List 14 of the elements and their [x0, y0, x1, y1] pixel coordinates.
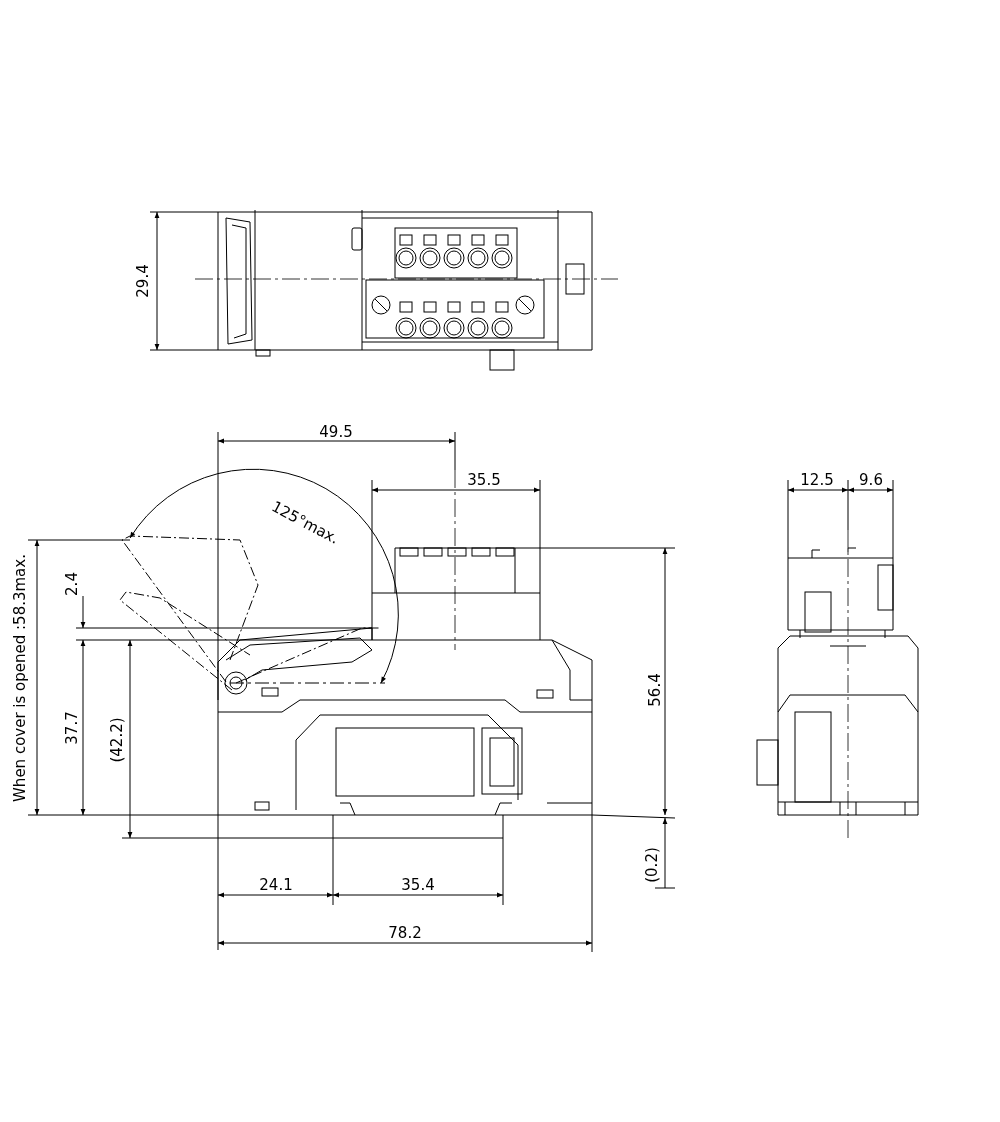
dimension-value: 35.4: [401, 877, 435, 893]
dimension-value: 35.5: [467, 472, 501, 488]
dimension-value: 2.4: [64, 572, 80, 596]
dimension-value: 9.6: [859, 472, 883, 488]
dimension-note: When cover is opened :58.3max.: [12, 554, 28, 802]
dimension-value: (42.2): [109, 717, 125, 763]
dimension-value: 49.5: [319, 424, 353, 440]
dimension-value: 29.4: [135, 264, 151, 298]
dimension-value: 78.2: [388, 925, 422, 941]
dimension-value: 12.5: [800, 472, 834, 488]
dimension-value: 56.4: [647, 673, 663, 707]
dimension-value: 37.7: [64, 711, 80, 745]
dimension-value: (0.2): [644, 847, 660, 883]
dimension-value: 24.1: [259, 877, 293, 893]
